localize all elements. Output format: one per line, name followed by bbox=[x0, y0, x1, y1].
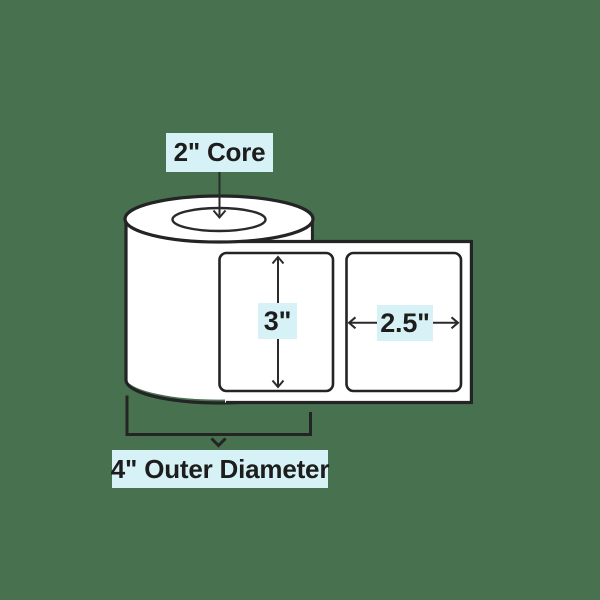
core-dimension-text: 2" Core bbox=[173, 137, 266, 167]
core-down-arrow-icon bbox=[212, 172, 227, 220]
label-height-dimension-text: 3" bbox=[263, 305, 292, 336]
outer-diameter-dimension-label: 4" Outer Diameter bbox=[110, 450, 330, 488]
outer-diameter-bracket bbox=[125, 395, 312, 448]
core-dimension-label: 2" Core bbox=[166, 133, 273, 172]
label-width-dimension-label: 2.5" bbox=[377, 305, 433, 341]
label-width-dimension-text: 2.5" bbox=[380, 307, 430, 338]
outer-diameter-dimension-text: 4" Outer Diameter bbox=[110, 453, 330, 484]
bracket-down-arrow-icon bbox=[210, 437, 227, 448]
label-height-dimension-label: 3" bbox=[258, 303, 297, 339]
